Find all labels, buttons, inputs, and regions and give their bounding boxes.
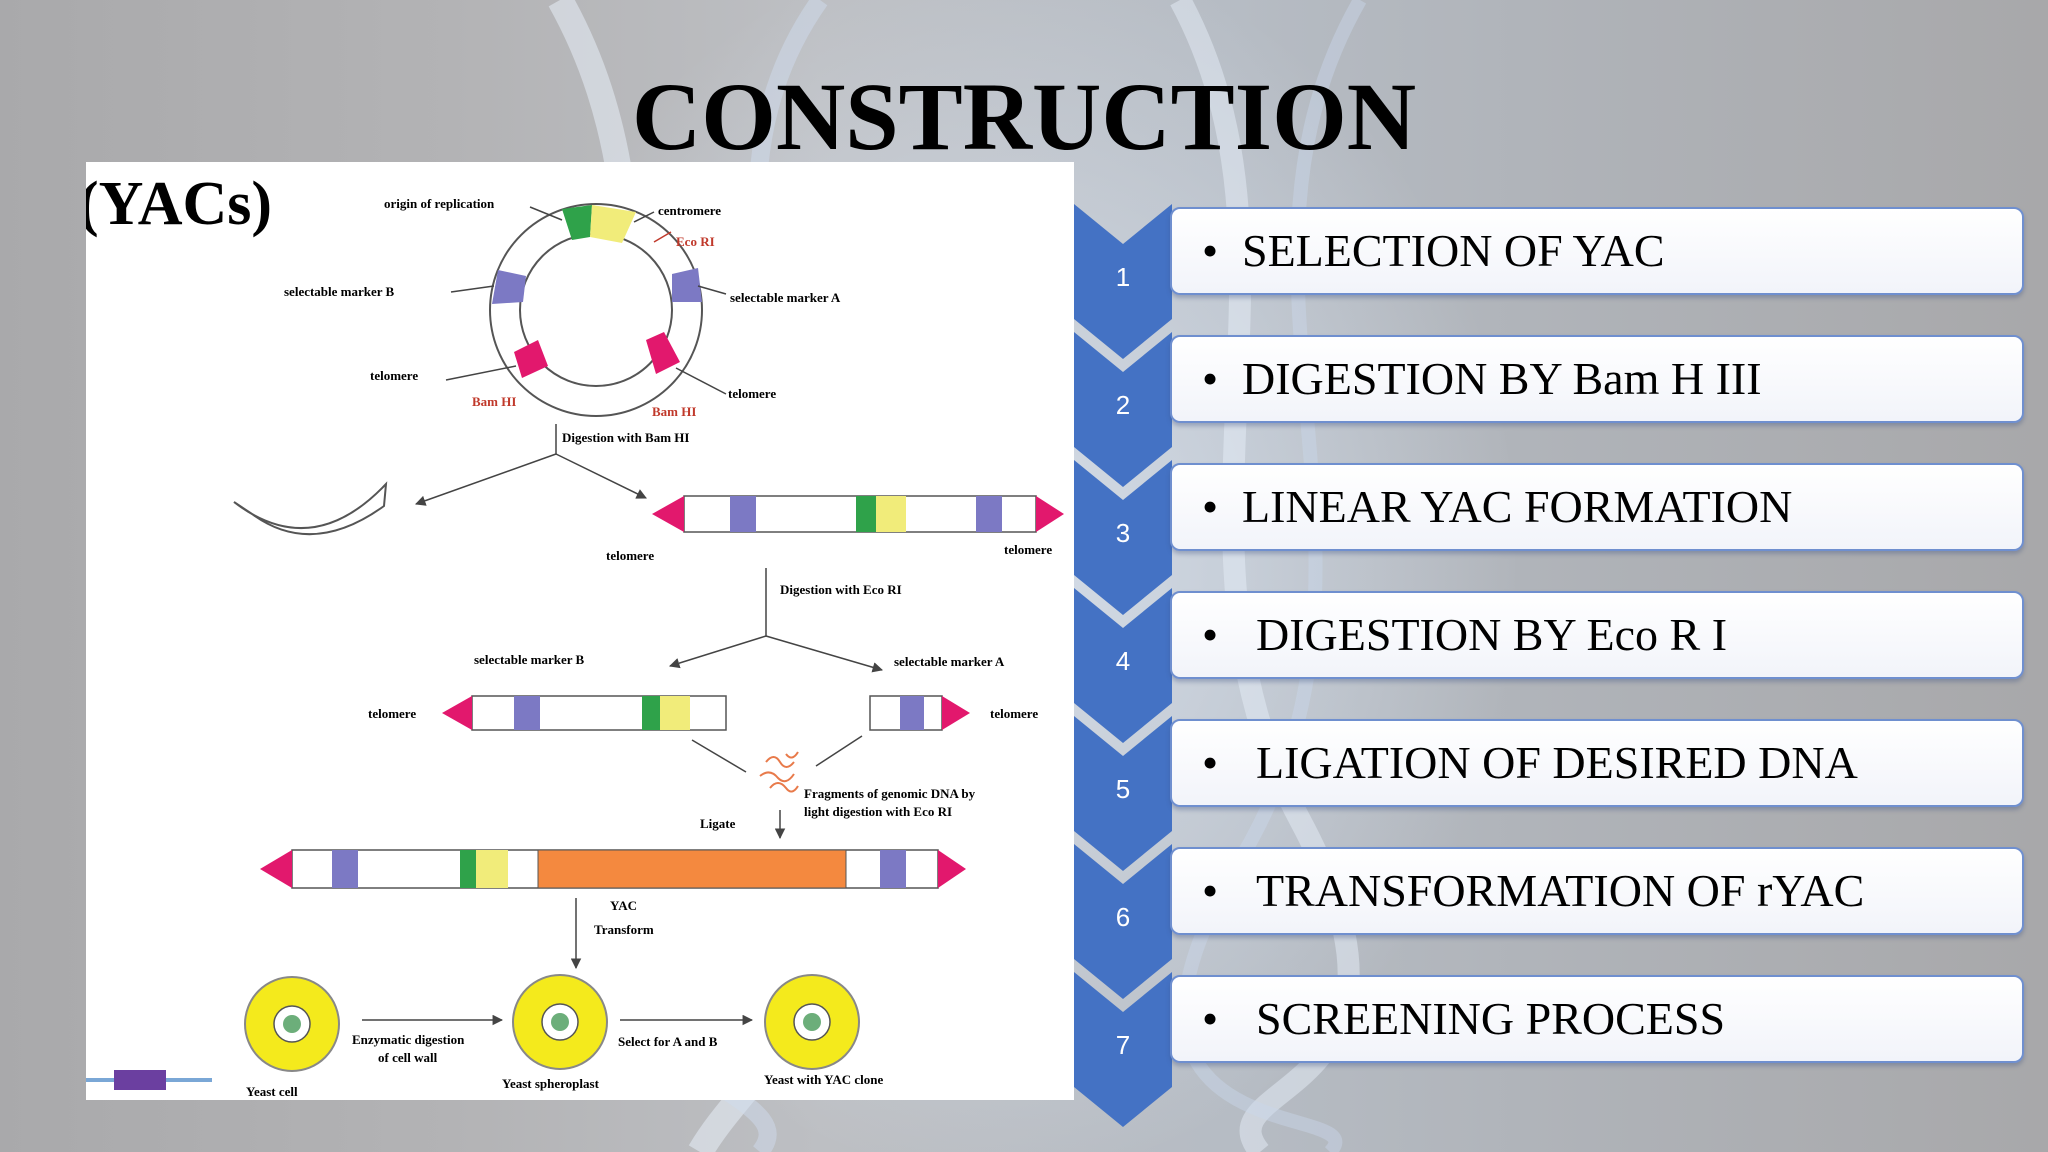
label-bam-right: Bam HI bbox=[652, 404, 696, 419]
label-origin: origin of replication bbox=[384, 196, 495, 211]
yeast-spheroplast bbox=[512, 974, 608, 1070]
yeast-cell bbox=[244, 976, 340, 1072]
step-3-box[interactable]: • LINEAR YAC FORMATION bbox=[1170, 463, 2024, 551]
step-2-text: DIGESTION BY Bam H III bbox=[1242, 353, 1762, 404]
step-1-text: SELECTION OF YAC bbox=[1242, 225, 1665, 276]
right-arm bbox=[869, 695, 970, 731]
step-6-text: TRANSFORMATION OF rYAC bbox=[1256, 865, 1865, 916]
label-yeast-cell: Yeast cell bbox=[246, 1084, 298, 1099]
centromere-segment bbox=[590, 205, 636, 243]
label-transform: Transform bbox=[594, 922, 654, 937]
step-3-text: LINEAR YAC FORMATION bbox=[1242, 481, 1793, 532]
label-fragments-2: light digestion with Eco RI bbox=[804, 804, 952, 819]
label-centromere: centromere bbox=[658, 203, 721, 218]
linear-yac bbox=[652, 495, 1064, 533]
label-telomere-right: telomere bbox=[728, 386, 776, 401]
label-arm-marker-a: selectable marker A bbox=[894, 654, 1005, 669]
label-marker-a: selectable marker A bbox=[730, 290, 841, 305]
label-digest-wall-1: Enzymatic digestion bbox=[352, 1032, 465, 1047]
step-1-bullet: • bbox=[1202, 225, 1219, 276]
step-3-bullet: • bbox=[1202, 481, 1219, 532]
label-yeast-yac-clone: Yeast with YAC clone bbox=[764, 1072, 884, 1087]
label-fragments-1: Fragments of genomic DNA by bbox=[804, 786, 976, 801]
label-linear-telomere-right: telomere bbox=[1004, 542, 1052, 557]
label-arm-telomere-left: telomere bbox=[368, 706, 416, 721]
label-arm-marker-b: selectable marker B bbox=[474, 652, 585, 667]
label-ligate: Ligate bbox=[700, 816, 736, 831]
label-select: Select for A and B bbox=[618, 1034, 718, 1049]
telomere-right-segment bbox=[646, 332, 680, 374]
marker-b-segment bbox=[492, 270, 526, 304]
diagram-heading: (YACs) bbox=[86, 170, 272, 238]
label-yac: YAC bbox=[610, 898, 637, 913]
label-marker-b: selectable marker B bbox=[284, 284, 395, 299]
step-7-text: SCREENING PROCESS bbox=[1256, 993, 1726, 1044]
step-4-box[interactable]: • DIGESTION BY Eco R I bbox=[1170, 591, 2024, 679]
yac-diagram-drawing: (YACs) origin of replication centromere … bbox=[86, 170, 1064, 1099]
label-arm-telomere-right: telomere bbox=[990, 706, 1038, 721]
telomere-left-segment bbox=[514, 340, 548, 378]
marker-a-segment bbox=[672, 268, 702, 302]
label-step-eco: Digestion with Eco RI bbox=[780, 582, 902, 597]
yac-diagram: (YACs) origin of replication centromere … bbox=[86, 162, 1074, 1100]
step-2-bullet: • bbox=[1202, 353, 1219, 404]
label-step-bam: Digestion with Bam HI bbox=[562, 430, 689, 445]
step-6-box[interactable]: • TRANSFORMATION OF rYAC bbox=[1170, 847, 2024, 935]
excised-fragment bbox=[233, 481, 388, 536]
step-4-text: DIGESTION BY Eco R I bbox=[1256, 609, 1728, 660]
genomic-fragments bbox=[759, 751, 799, 793]
step-1-box[interactable]: • SELECTION OF YAC bbox=[1170, 207, 2024, 295]
step-5-bullet: • bbox=[1202, 737, 1219, 788]
recombinant-yac bbox=[260, 849, 966, 889]
step-6-bullet: • bbox=[1202, 865, 1219, 916]
label-eco-site: Eco RI bbox=[676, 234, 715, 249]
step-2-box[interactable]: • DIGESTION BY Bam H III bbox=[1170, 335, 2024, 423]
origin-segment bbox=[562, 205, 592, 240]
step-7-bullet: • bbox=[1202, 993, 1219, 1044]
page-title: CONSTRUCTION bbox=[631, 63, 1417, 170]
step-7-box[interactable]: • SCREENING PROCESS bbox=[1170, 975, 2024, 1063]
label-telomere-left: telomere bbox=[370, 368, 418, 383]
circular-plasmid bbox=[445, 203, 727, 417]
step-5-box[interactable]: • LIGATION OF DESIRED DNA bbox=[1170, 719, 2024, 807]
step-4-bullet: • bbox=[1202, 609, 1219, 660]
label-yeast-spheroplast: Yeast spheroplast bbox=[502, 1076, 600, 1091]
legend-swatch bbox=[114, 1070, 166, 1090]
label-linear-telomere-left: telomere bbox=[606, 548, 654, 563]
yeast-yac-clone bbox=[764, 974, 860, 1070]
step-5-text: LIGATION OF DESIRED DNA bbox=[1256, 737, 1858, 788]
label-digest-wall-2: of cell wall bbox=[378, 1050, 438, 1065]
left-arm bbox=[442, 695, 727, 731]
label-bam-left: Bam HI bbox=[472, 394, 516, 409]
